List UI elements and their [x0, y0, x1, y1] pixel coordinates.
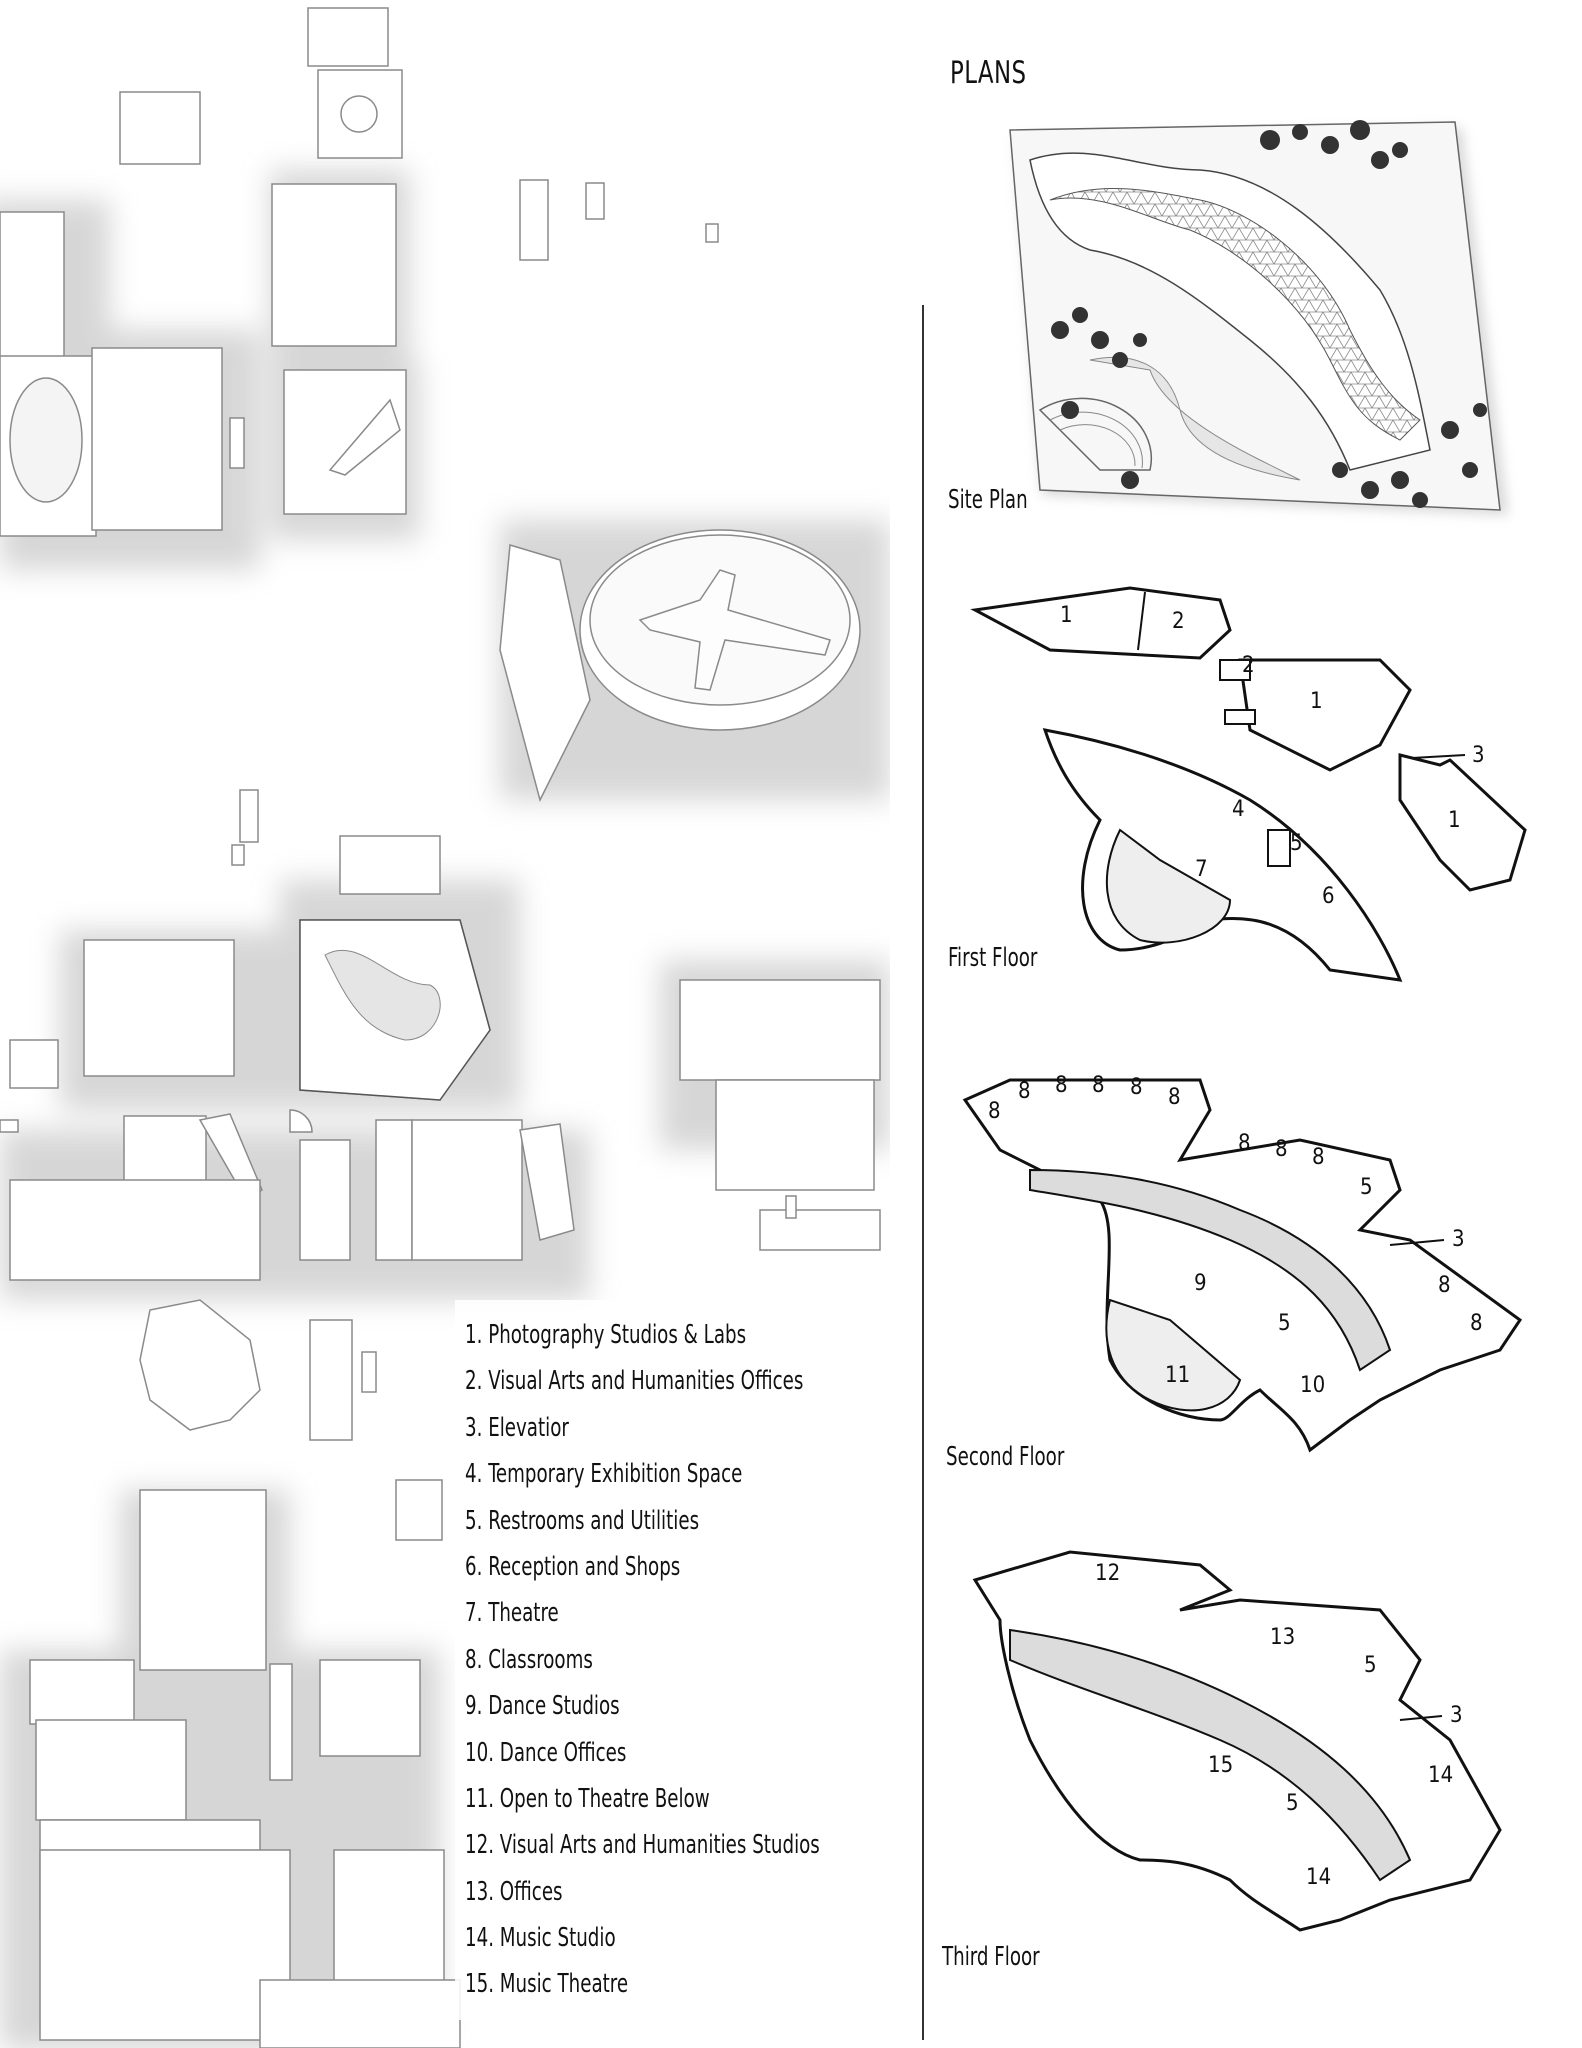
svg-text:8: 8 — [1438, 1273, 1451, 1298]
svg-text:1: 1 — [1310, 689, 1323, 714]
svg-text:5: 5 — [1364, 1653, 1377, 1678]
site-plan-drawing — [1009, 120, 1508, 515]
plans-drawings: 1 2 2 1 3 1 4 5 6 7 8 8 8 8 8 8 8 8 8 5 … — [962, 120, 1527, 1932]
legend-item: 8. Classrooms — [465, 1644, 593, 1675]
second-floor-plan — [962, 1078, 1523, 1453]
column-divider — [922, 305, 924, 2040]
svg-text:2: 2 — [1242, 653, 1255, 678]
svg-text:14: 14 — [1306, 1865, 1331, 1890]
legend-item: 1. Photography Studios & Labs — [465, 1320, 747, 1350]
legend-list: 1. Photography Studios & Labs 2. Visual … — [455, 1300, 885, 2008]
svg-text:8: 8 — [1312, 1145, 1325, 1170]
legend-item: 3. Elevatior — [465, 1412, 569, 1443]
third-floor-numbers: 12 13 5 3 14 15 5 14 — [1095, 1561, 1463, 1890]
legend-item: 13. Offices — [465, 1876, 563, 1907]
svg-text:5: 5 — [1360, 1175, 1373, 1200]
svg-text:7: 7 — [1195, 857, 1208, 882]
svg-text:5: 5 — [1278, 1311, 1291, 1336]
svg-text:4: 4 — [1232, 797, 1245, 822]
svg-text:8: 8 — [1238, 1131, 1251, 1156]
room-legend: 1. Photography Studios & Labs 2. Visual … — [455, 1300, 885, 2020]
svg-text:8: 8 — [988, 1099, 1001, 1124]
svg-text:8: 8 — [1275, 1137, 1288, 1162]
svg-text:12: 12 — [1095, 1561, 1120, 1586]
svg-text:1: 1 — [1448, 808, 1461, 833]
svg-text:8: 8 — [1130, 1075, 1143, 1100]
svg-text:8: 8 — [1018, 1079, 1031, 1104]
svg-text:11: 11 — [1165, 1363, 1190, 1388]
legend-item: 14. Music Studio — [465, 1923, 616, 1954]
svg-text:15: 15 — [1208, 1753, 1233, 1778]
legend-item: 4. Temporary Exhibition Space — [465, 1459, 743, 1490]
legend-item: 6. Reception and Shops — [465, 1551, 681, 1582]
first-floor-numbers: 1 2 2 1 3 1 4 5 6 7 — [1060, 603, 1485, 909]
site-context-map — [0, 7, 890, 2048]
svg-text:3: 3 — [1472, 743, 1485, 768]
svg-text:8: 8 — [1168, 1085, 1181, 1110]
legend-item: 10. Dance Offices — [465, 1737, 627, 1768]
svg-text:10: 10 — [1300, 1373, 1325, 1398]
svg-text:6: 6 — [1322, 884, 1335, 909]
site-plan-label: Site Plan — [948, 485, 1028, 515]
svg-text:8: 8 — [1470, 1311, 1483, 1336]
svg-text:8: 8 — [1092, 1073, 1105, 1098]
svg-text:13: 13 — [1270, 1625, 1295, 1650]
svg-text:3: 3 — [1450, 1703, 1463, 1728]
legend-item: 15. Music Theatre — [465, 1969, 629, 2000]
svg-text:5: 5 — [1290, 831, 1303, 856]
site-highlight — [299, 919, 491, 1101]
svg-text:2: 2 — [1172, 609, 1185, 634]
svg-text:5: 5 — [1286, 1791, 1299, 1816]
third-floor-plan — [972, 1550, 1502, 1932]
legend-item: 5. Restrooms and Utilities — [465, 1505, 700, 1536]
svg-text:8: 8 — [1055, 1073, 1068, 1098]
svg-text:9: 9 — [1194, 1271, 1207, 1296]
legend-item: 12. Visual Arts and Humanities Studios — [465, 1830, 820, 1861]
second-floor-numbers: 8 8 8 8 8 8 8 8 8 5 3 8 8 9 5 10 11 — [988, 1073, 1483, 1398]
first-floor-label: First Floor — [948, 943, 1038, 973]
first-floor-plan — [970, 586, 1527, 982]
third-floor-label: Third Floor — [942, 1942, 1040, 1972]
second-floor-label: Second Floor — [946, 1442, 1065, 1472]
svg-text:14: 14 — [1428, 1763, 1453, 1788]
plans-title: PLANS — [950, 55, 1027, 91]
legend-item: 11. Open to Theatre Below — [465, 1783, 710, 1814]
svg-text:3: 3 — [1452, 1227, 1465, 1252]
legend-item: 2. Visual Arts and Humanities Offices — [465, 1366, 804, 1397]
svg-text:1: 1 — [1060, 603, 1073, 628]
legend-item: 7. Theatre — [465, 1598, 559, 1629]
legend-item: 9. Dance Studios — [465, 1691, 620, 1722]
map-building — [119, 91, 201, 165]
